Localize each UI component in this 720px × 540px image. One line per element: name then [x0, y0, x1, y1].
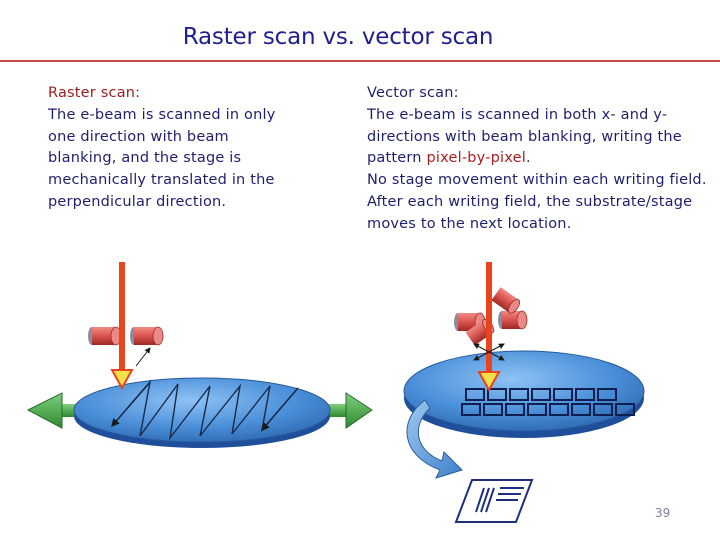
title-divider: [0, 60, 720, 62]
vector-wafer: [403, 350, 645, 438]
vector-line: directions with beam blanking, writing t…: [367, 128, 682, 145]
raster-diagram: [26, 262, 373, 448]
page-number: 39: [655, 506, 671, 520]
vector-line: moves to the next location.: [367, 215, 572, 232]
raster-line: perpendicular direction.: [48, 193, 227, 210]
vector-deflector-plates: [454, 287, 528, 346]
vector-line: After each writing field, the substrate/…: [367, 193, 693, 210]
vector-line-3: pattern pixel-by-pixel.: [367, 148, 707, 170]
vector-electron-beam: [477, 262, 501, 393]
vector-line-3-pre: pattern: [367, 150, 427, 167]
raster-line: The e-beam is scanned in only: [48, 106, 276, 123]
stage-translation-arrow-icon: [26, 392, 373, 429]
raster-deflector-plates: [88, 326, 164, 346]
zoomed-field-pattern-icon: [454, 479, 534, 523]
zoom-curved-arrow-icon: [406, 399, 463, 479]
slide-title: Raster scan vs. vector scan: [182, 24, 494, 50]
vector-line: The e-beam is scanned in both x- and y-: [367, 106, 668, 123]
raster-line: mechanically translated in the: [48, 172, 275, 189]
raster-heading: Raster scan:: [48, 85, 141, 101]
xy-deflection-arrows-icon: [473, 343, 505, 361]
raster-description: Raster scan: The e-beam is scanned in on…: [48, 83, 298, 214]
vector-line: No stage movement within each writing fi…: [367, 172, 707, 189]
raster-line: blanking, and the stage is: [48, 150, 242, 167]
vector-heading: Vector scan:: [367, 85, 459, 101]
raster-line: one direction with beam: [48, 128, 229, 145]
writing-fields-grid: [461, 388, 635, 416]
vector-diagram: [403, 262, 645, 523]
raster-electron-beam: [110, 262, 151, 391]
vector-line-3-post: .: [525, 150, 531, 167]
raster-wafer: [73, 377, 331, 448]
vector-description: Vector scan: The e-beam is scanned in bo…: [367, 83, 707, 236]
raster-scan-path: [111, 379, 299, 441]
pixel-by-pixel-highlight: pixel-by-pixel: [426, 150, 526, 167]
